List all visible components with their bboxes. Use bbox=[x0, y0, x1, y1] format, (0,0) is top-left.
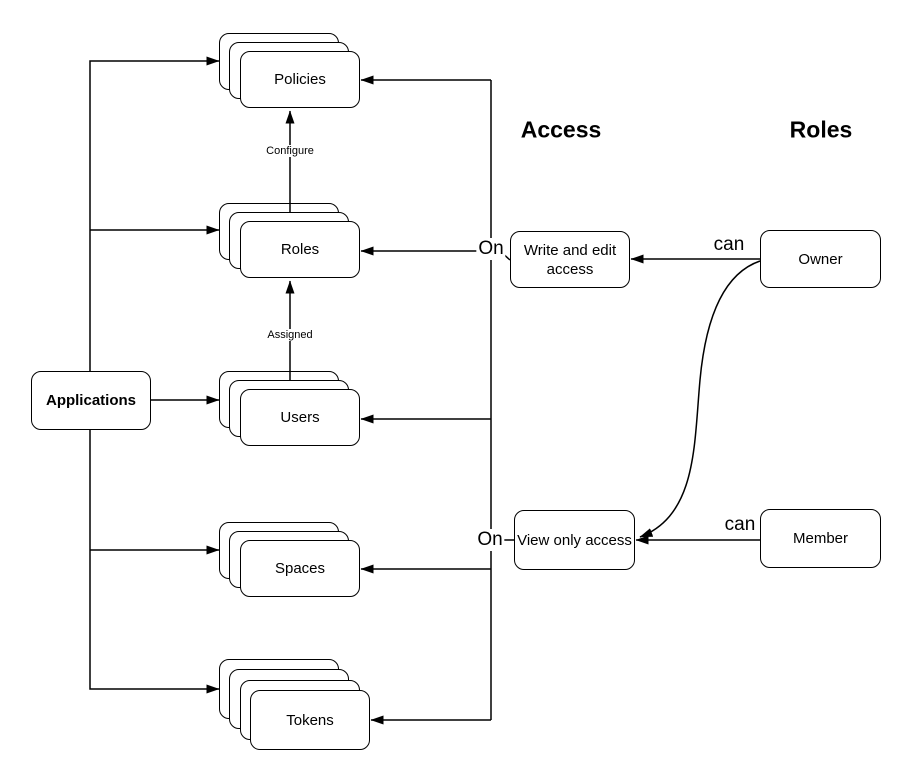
node-member-label: Member bbox=[792, 530, 848, 547]
stack-tokens-label: Tokens bbox=[286, 711, 334, 729]
heading-access: Access bbox=[520, 116, 602, 143]
node-member: Member bbox=[760, 509, 881, 568]
edge-label-can-member: can bbox=[724, 514, 756, 535]
stack-roles: Roles bbox=[219, 203, 361, 279]
stack-spaces-label: Spaces bbox=[274, 560, 326, 577]
edge-owner-to-view-curve bbox=[639, 260, 761, 538]
stack-users: Users bbox=[219, 371, 361, 447]
node-owner-label: Owner bbox=[798, 250, 843, 268]
edge-trunk-to-policies bbox=[89, 56, 220, 371]
heading-roles: Roles bbox=[789, 116, 853, 143]
node-applications-label: Applications bbox=[45, 392, 136, 409]
node-view-access-label: View only access bbox=[517, 531, 632, 549]
stack-policies-label: Policies bbox=[274, 71, 326, 88]
node-applications: Applications bbox=[31, 371, 151, 430]
edge-label-assigned: Assigned bbox=[265, 329, 315, 341]
node-write-access-label: Write and edit access bbox=[523, 241, 617, 278]
stack-users-card-front: Users bbox=[240, 389, 360, 446]
node-write-access: Write and edit access bbox=[510, 231, 630, 288]
node-view-access: View only access bbox=[514, 510, 635, 570]
stack-policies-card-front: Policies bbox=[240, 51, 360, 108]
edge-label-can-owner: can bbox=[713, 234, 745, 255]
edge-label-on-view: On bbox=[475, 529, 505, 551]
edge-label-configure: Configure bbox=[264, 145, 316, 157]
stack-spaces-card-front: Spaces bbox=[240, 540, 360, 597]
stack-users-label: Users bbox=[280, 409, 320, 426]
stack-roles-card-front: Roles bbox=[240, 221, 360, 278]
stack-tokens: Tokens bbox=[219, 659, 371, 751]
node-owner: Owner bbox=[760, 230, 881, 288]
stack-spaces: Spaces bbox=[219, 522, 361, 598]
stack-tokens-card-front: Tokens bbox=[250, 690, 370, 750]
edge-trunk-to-tokens bbox=[89, 430, 220, 694]
edge-label-on-write: On bbox=[476, 238, 506, 260]
stack-roles-label: Roles bbox=[280, 241, 320, 258]
stack-policies: Policies bbox=[219, 33, 361, 109]
